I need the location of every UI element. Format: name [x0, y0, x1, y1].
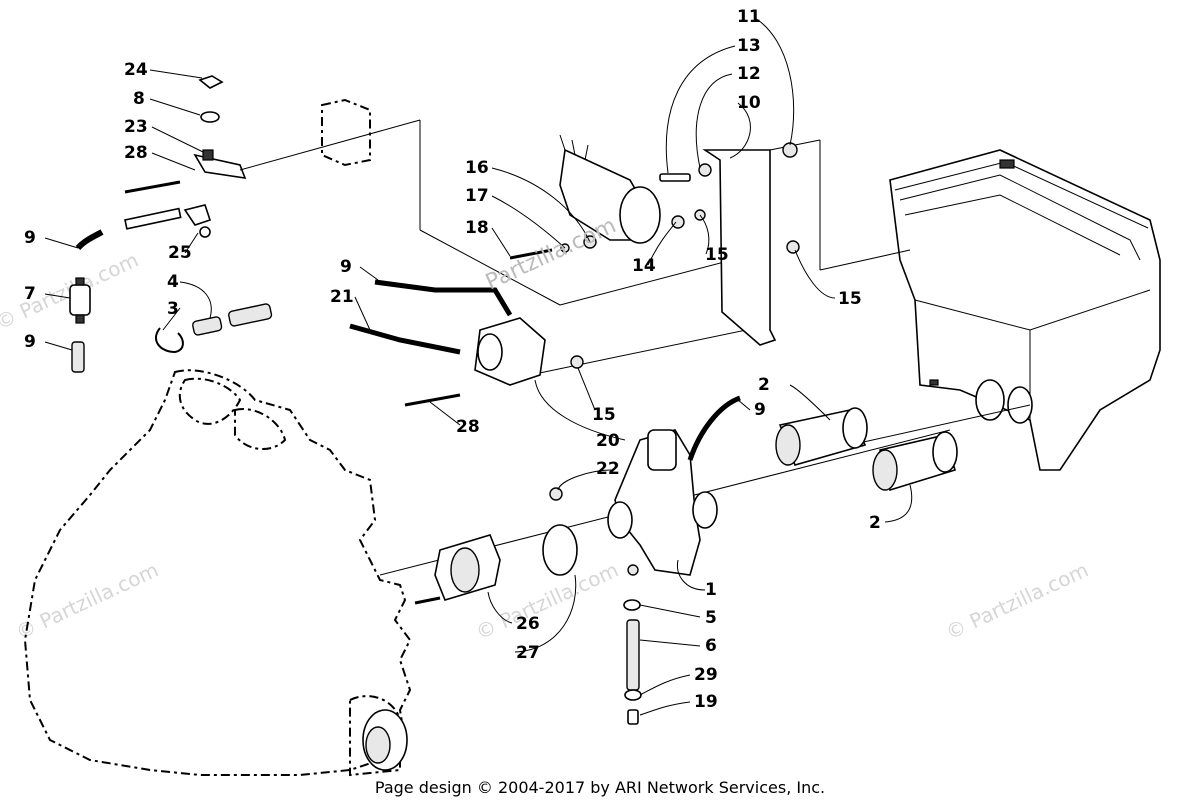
copyright-footer: Page design © 2004-2017 by ARI Network S… [374, 778, 826, 797]
callout-7: 7 [24, 284, 36, 304]
callout-28: 28 [124, 143, 148, 163]
callout-15: 15 [838, 289, 862, 309]
callout-18: 18 [465, 218, 489, 238]
callout-9: 9 [24, 228, 36, 248]
callout-2: 2 [758, 375, 770, 395]
callout-6: 6 [705, 636, 717, 656]
airbox [889, 149, 1161, 471]
callout-11: 11 [737, 7, 761, 27]
small-nuts [549, 355, 584, 501]
callout-17: 17 [465, 186, 489, 206]
callout-15: 15 [592, 405, 616, 425]
intake-boots [775, 407, 958, 492]
engine-outline [23, 369, 412, 777]
callout-9: 9 [340, 257, 352, 277]
callout-8: 8 [133, 89, 145, 109]
callout-22: 22 [596, 459, 620, 479]
callout-26: 26 [516, 614, 540, 634]
callout-10: 10 [737, 93, 761, 113]
mounting-plate [659, 142, 800, 346]
watermark-2: © Partzilla.com [12, 558, 162, 645]
callouts: 24 8 23 28 9 25 7 4 3 9 11 13 12 10 16 1… [24, 7, 881, 712]
callout-4: 4 [167, 272, 179, 292]
electrical-component [509, 134, 661, 260]
insulator-flange [414, 524, 578, 605]
callout-2: 2 [869, 513, 881, 533]
callout-19: 19 [694, 692, 718, 712]
callout-21: 21 [330, 287, 354, 307]
callout-9: 9 [24, 332, 36, 352]
callout-16: 16 [465, 158, 489, 178]
choke-bracket-parts [69, 75, 273, 373]
watermark-4: © Partzilla.com [942, 558, 1092, 645]
drain-line [623, 599, 642, 725]
leader-lines [44, 17, 913, 716]
callout-9: 9 [754, 400, 766, 420]
callout-28: 28 [456, 417, 480, 437]
callout-5: 5 [705, 608, 717, 628]
callout-23: 23 [124, 117, 148, 137]
callout-29: 29 [694, 665, 718, 685]
watermark-center: Partzilla.com [482, 213, 620, 295]
callout-25: 25 [168, 243, 192, 263]
callout-24: 24 [124, 60, 148, 80]
callout-12: 12 [737, 64, 761, 84]
callout-3: 3 [167, 299, 179, 319]
fuel-pump [349, 279, 546, 407]
callout-20: 20 [596, 431, 620, 451]
callout-1: 1 [705, 580, 717, 600]
callout-15: 15 [705, 245, 729, 265]
choke-holder [321, 98, 371, 167]
carburetor [607, 395, 741, 576]
callout-27: 27 [516, 643, 540, 663]
callout-14: 14 [632, 256, 656, 276]
callout-13: 13 [737, 36, 761, 56]
